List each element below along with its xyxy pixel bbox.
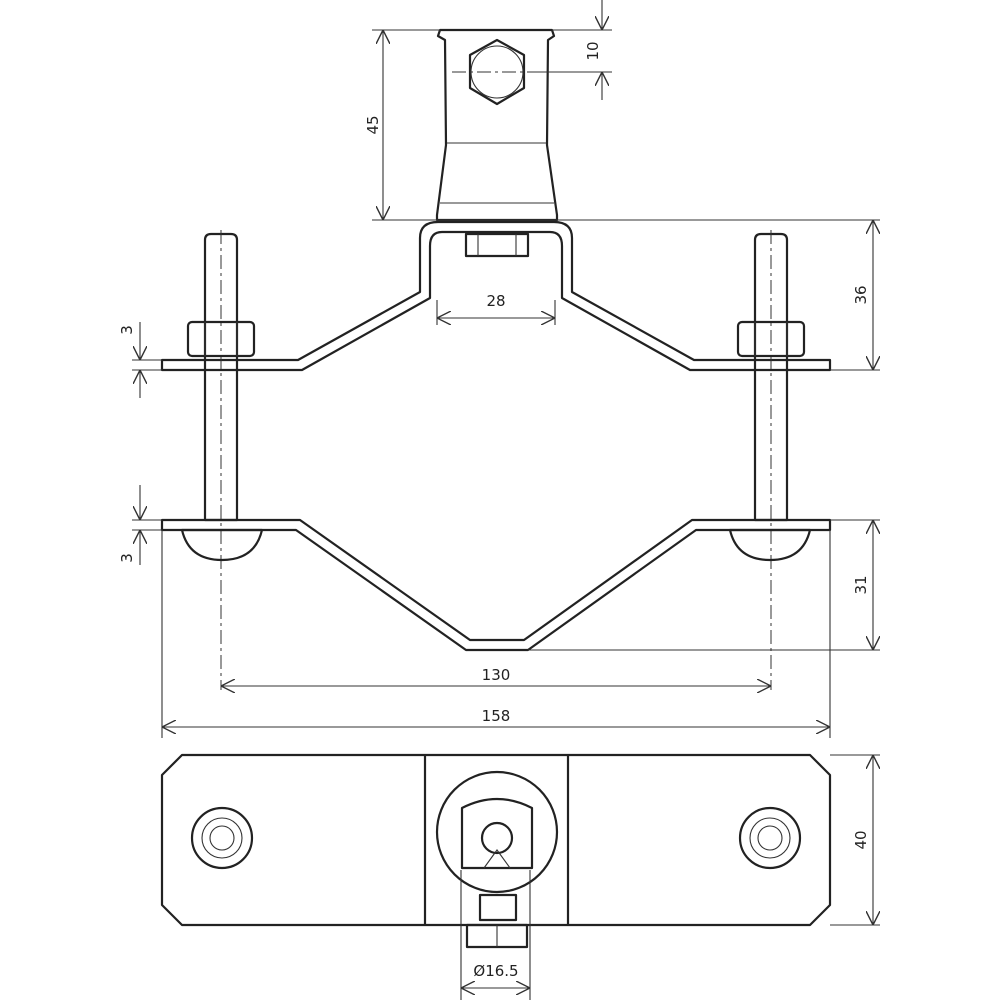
dim-31: 31: [852, 575, 870, 594]
left-bolt: [180, 230, 264, 690]
dim-40: 40: [852, 830, 870, 849]
right-bolt: [728, 230, 812, 690]
hex-bolt-head: [468, 38, 526, 106]
dim-36: 36: [852, 285, 870, 304]
dim-10: 10: [584, 41, 602, 60]
dimensions: 45 10 36 28 3 3 31 130 158 40 Ø16.5: [118, 0, 880, 988]
dim-3-bottom: 3: [118, 553, 136, 563]
lower-strap: [160, 518, 832, 652]
dim-130: 130: [482, 666, 511, 684]
plan-view: [160, 753, 832, 1000]
clamp-head: [435, 28, 560, 222]
dim-diameter: Ø16.5: [473, 962, 518, 980]
dim-3-top: 3: [118, 325, 136, 335]
dim-45: 45: [364, 115, 382, 134]
dim-158: 158: [482, 707, 511, 725]
dim-28: 28: [486, 292, 505, 310]
